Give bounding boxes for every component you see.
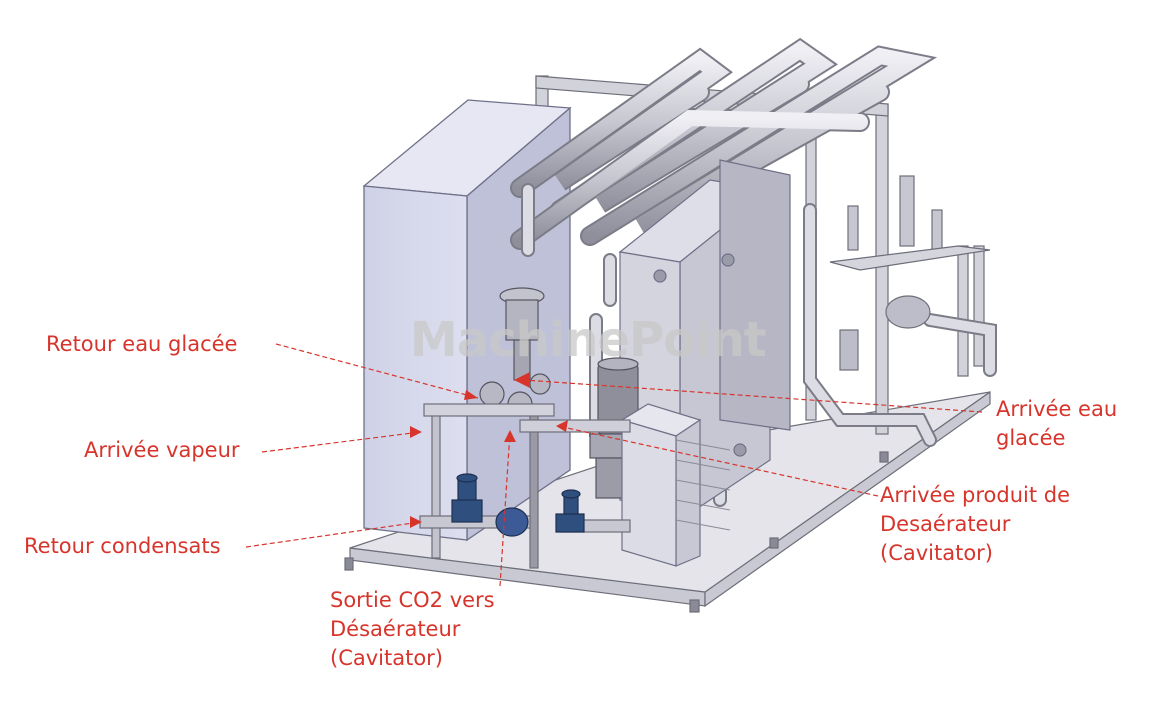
label-arrivee-eau-glacee-line1: Arrivée eau [996,397,1118,421]
label-arrivee-produit-line3: (Cavitator) [880,541,993,565]
watermark: MachinePoint [410,312,767,368]
label-sortie-co2-line1: Sortie CO2 vers [330,588,495,612]
label-arrivee-produit: Arrivée produit de Desaérateur (Cavitato… [880,481,1070,568]
label-retour-condensats: Retour condensats [24,534,221,558]
label-sortie-co2: Sortie CO2 vers Désaérateur (Cavitator) [330,586,495,673]
label-arrivee-produit-line2: Desaérateur [880,512,1011,536]
callout-arrowheads [410,372,568,528]
label-arrivee-produit-line1: Arrivée produit de [880,483,1071,507]
label-sortie-co2-line2: Désaérateur [330,617,461,641]
label-retour-eau-glacee: Retour eau glacée [46,332,238,356]
label-sortie-co2-line3: (Cavitator) [330,646,443,670]
plate-heat-exchanger-small [620,403,731,567]
label-arrivee-eau-glacee-line2: glacée [996,426,1066,450]
label-arrivee-eau-glacee: Arrivée eau glacée [996,395,1117,453]
blue-valves [451,473,585,537]
steam-rack [419,403,631,569]
callout-lines [245,343,983,587]
right-equipment [829,175,991,371]
label-arrivee-vapeur: Arrivée vapeur [84,438,240,462]
